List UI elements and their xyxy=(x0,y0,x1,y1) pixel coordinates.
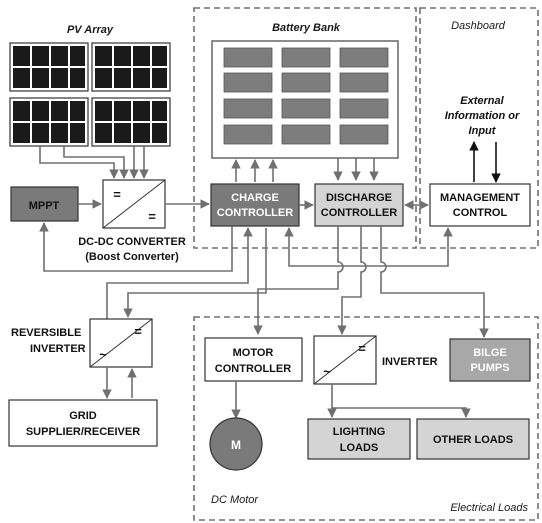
bilge-pumps-block xyxy=(449,338,531,382)
dcdc-label-line1: DC-DC CONVERTER xyxy=(78,236,186,248)
battery-controller-wires xyxy=(231,158,379,182)
motor-controller-line2: CONTROLLER xyxy=(215,363,291,375)
upper-wires xyxy=(39,199,489,338)
battery-bank-title: Battery Bank xyxy=(272,22,341,34)
grid-block xyxy=(8,399,158,447)
management-control-line2: CONTROL xyxy=(453,207,508,219)
rev-inverter-dc: = xyxy=(134,324,142,339)
external-info-line2: Information or xyxy=(445,110,520,122)
grid-line2: SUPPLIER/RECEIVER xyxy=(26,426,140,438)
loads-region xyxy=(193,316,539,521)
management-control-block xyxy=(429,183,531,227)
dashboard-region xyxy=(419,7,539,249)
mppt-label: MPPT xyxy=(29,200,60,212)
external-info-line3: Input xyxy=(469,125,497,137)
inverter-ac: ~ xyxy=(323,364,331,379)
bilge-pumps-line1: BILGE xyxy=(473,347,507,359)
motor-controller-line1: MOTOR xyxy=(233,347,274,359)
lighting-loads-block xyxy=(307,418,411,460)
dc-motor-label: M xyxy=(231,438,241,452)
discharge-controller-block xyxy=(314,183,404,227)
rev-inverter-grid-wires xyxy=(102,367,137,399)
external-info-line1: External xyxy=(460,95,504,107)
charge-controller-line2: CONTROLLER xyxy=(217,207,293,219)
electrical-loads-title: Electrical Loads xyxy=(450,502,528,514)
rev-inverter-diagonal xyxy=(89,318,153,368)
charge-controller-line1: CHARGE xyxy=(231,192,279,204)
dcdc-label-line2: (Boost Converter) xyxy=(85,251,179,263)
pv-panel-bottom-right xyxy=(91,97,171,147)
dcdc-symbol-in: = xyxy=(113,187,121,202)
other-loads-block xyxy=(416,418,530,460)
dashboard-title: Dashboard xyxy=(451,20,506,32)
other-loads-label: OTHER LOADS xyxy=(433,434,513,446)
lighting-loads-line1: LIGHTING xyxy=(333,426,386,438)
reversible-inverter-line1: REVERSIBLE xyxy=(11,327,81,339)
charge-controller-block xyxy=(210,183,300,227)
bilge-pumps-line2: PUMPS xyxy=(470,362,509,374)
grid-line1: GRID xyxy=(69,410,97,422)
discharge-controller-line2: CONTROLLER xyxy=(321,207,397,219)
inverter-diagonal xyxy=(313,335,377,385)
dc-motor xyxy=(209,417,263,471)
lighting-loads-line2: LOADS xyxy=(340,442,379,454)
management-control-line1: MANAGEMENT xyxy=(440,192,520,204)
pv-panel-bottom-left xyxy=(9,97,89,147)
pv-panel-top-left xyxy=(9,42,89,92)
motor-controller-block xyxy=(204,337,303,382)
mppt-block xyxy=(10,186,79,222)
battery-bank-region xyxy=(193,7,417,249)
dcdc-symbol-out: = xyxy=(148,209,156,224)
dc-motor-title: DC Motor xyxy=(211,494,259,506)
reversible-inverter-line2: INVERTER xyxy=(30,343,86,355)
rev-inverter-ac: ~ xyxy=(99,347,107,362)
inverter-load-wires xyxy=(327,384,471,418)
external-io-arrows xyxy=(469,141,501,183)
inverter-label: INVERTER xyxy=(382,356,438,368)
pv-array-title: PV Array xyxy=(67,24,114,36)
dcdc-diagonal xyxy=(102,179,166,229)
inverter-dc: = xyxy=(358,341,366,356)
pv-wires xyxy=(39,146,149,179)
discharge-controller-line1: DISCHARGE xyxy=(326,192,392,204)
pv-panel-top-right xyxy=(91,42,171,92)
battery-cells xyxy=(223,47,389,145)
